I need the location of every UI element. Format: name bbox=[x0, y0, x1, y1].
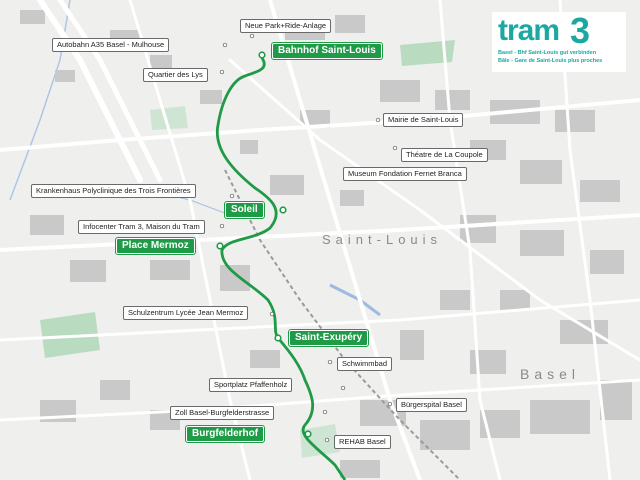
park-area bbox=[150, 106, 188, 130]
place-label: REHAB Basel bbox=[334, 435, 391, 449]
place-label: Autobahn A35 Basel - Mulhouse bbox=[52, 38, 170, 52]
place-label: Quartier des Lys bbox=[143, 68, 208, 82]
place-label: Museum Fondation Fernet Branca bbox=[343, 167, 467, 181]
tram-stop-bahnhof-saint-louis[interactable]: Bahnhof Saint-Louis bbox=[272, 43, 382, 59]
tram-line-3 bbox=[215, 57, 347, 480]
place-label: Infocenter Tram 3, Maison du Tram bbox=[78, 220, 205, 234]
place-label: Schulzentrum Lycée Jean Mermoz bbox=[123, 306, 249, 320]
buildings bbox=[20, 10, 632, 478]
place-label: Krankenhaus Polyclinique des Trois Front… bbox=[31, 184, 196, 198]
tagline-french: Bâle - Gare de Saint-Louis plus proches bbox=[498, 58, 603, 64]
park-area bbox=[400, 40, 455, 66]
place-label: Mairie de Saint-Louis bbox=[383, 113, 464, 127]
stop-dots bbox=[216, 51, 312, 438]
tagline-german: Basel - Bhf Saint-Louis gut verbinden bbox=[498, 50, 597, 56]
tram-stop-saint-exupery[interactable]: Saint-Exupéry bbox=[289, 330, 369, 346]
place-label: Zoll Basel-Burgfelderstrasse bbox=[170, 406, 275, 420]
tram3-logo: tram 3 Basel - Bhf Saint-Louis gut verbi… bbox=[492, 10, 626, 72]
place-label: Sportplatz Pfaffenholz bbox=[209, 378, 293, 392]
district-label-basel: Basel bbox=[520, 366, 581, 382]
place-label: Neue Park+Ride-Anlage bbox=[240, 19, 332, 33]
place-label: Théatre de La Coupole bbox=[401, 148, 488, 162]
tram3-number: 3 bbox=[570, 10, 591, 51]
river bbox=[9, 0, 71, 201]
district-label-saint-louis: Saint-Louis bbox=[322, 232, 443, 247]
tram-stop-place-mermoz[interactable]: Place Mermoz bbox=[116, 238, 195, 254]
tram-stop-burgfelderhof[interactable]: Burgfelderhof bbox=[186, 426, 265, 442]
tram3-wordmark: tram bbox=[498, 14, 560, 47]
place-label: Schwimmbad bbox=[337, 357, 393, 371]
place-label: Bürgerspital Basel bbox=[396, 398, 467, 412]
tram-stop-soleil[interactable]: Soleil bbox=[225, 202, 264, 218]
railway bbox=[224, 169, 461, 480]
